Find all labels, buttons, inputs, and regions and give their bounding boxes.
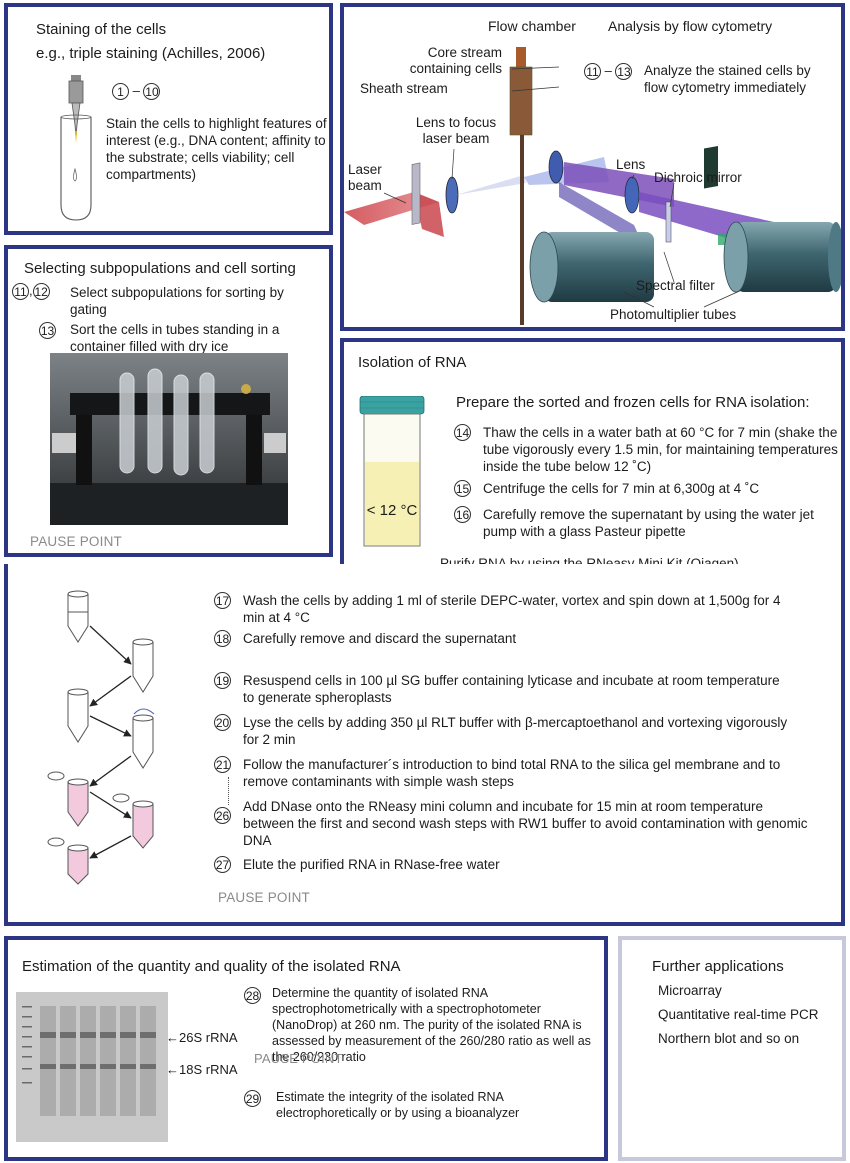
step-badge-12: 12 [33,283,50,300]
selecting-title: Selecting subpopulations and cell sortin… [24,260,296,277]
range-dash: – [133,83,140,98]
flow-cytometry-panel: Flow chamber Analysis by flow cytometry … [340,3,845,331]
selecting-step-a-text: Select subpopulations for sorting by gat… [70,284,290,318]
selecting-panel: Selecting subpopulations and cell sortin… [4,245,333,557]
range-dash: – [605,63,612,78]
flow-chamber-title: Flow chamber [488,18,576,34]
further-applications-panel: Further applications Microarray Quantita… [618,936,846,1161]
estimation-title: Estimation of the quantity and quality o… [22,958,401,975]
purification-pause-point: PAUSE POINT [218,890,310,905]
selecting-step-b-text: Sort the cells in tubes standing in a co… [70,321,310,355]
selecting-step-a-badges: 11,12 [12,283,50,300]
step-badge-10: 10 [143,83,160,100]
purification-step-21: 21 Follow the manufacturer´s introductio… [214,756,794,790]
isolation-step-16: 16 Carefully remove the supernatant by u… [454,506,840,540]
purification-step-20: 20 Lyse the cells by adding 350 µl RLT b… [214,714,794,748]
purification-step-27: 27 Elute the purified RNA in RNase-free … [214,856,794,873]
step-text: Lyse the cells by adding 350 µl RLT buff… [243,714,794,748]
step-badge: 16 [454,506,471,523]
purification-step-26: 26 Add DNase onto the RNeasy mini column… [214,798,814,849]
estimation-pause-point: PAUSE POINT [254,1051,343,1066]
purification-step-19: 19 Resuspend cells in 100 µl SG buffer c… [214,672,794,706]
label-lens-focus: Lens to focus laser beam [406,115,506,147]
step-text: Follow the manufacturer´s introduction t… [243,756,794,790]
step-badge-28: 28 [244,987,261,1004]
step-badge: 15 [454,480,471,497]
isolation-step-15: 15 Centrifuge the cells for 7 min at 6,3… [454,480,840,497]
step-badge: 19 [214,672,231,689]
further-item: Quantitative real-time PCR [658,1006,819,1023]
gel-label-18s: ←18S rRNA [166,1062,238,1078]
step-badge: 20 [214,714,231,731]
label-dichroic-mirror: Dichroic mirror [654,170,742,186]
staining-step-range: 1 – 10 [112,83,160,100]
step-text: Centrifuge the cells for 7 min at 6,300g… [483,480,759,497]
staining-panel: Staining of the cells e.g., triple stain… [4,3,333,235]
step-badge-1: 1 [112,83,129,100]
step-badge-13: 13 [39,322,56,339]
purification-tubes-illustration [38,586,198,886]
step-badge: 26 [214,807,231,824]
isolation-panel: Isolation of RNA < 12 °C Prepare the sor… [340,338,845,572]
label-core-stream: Core stream containing cells [392,45,502,77]
cold-tube-label: < 12 °C [360,502,424,519]
step-badge: 21 [214,756,231,773]
label-photomultiplier-tubes: Photomultiplier tubes [610,307,736,323]
further-item: Northern blot and so on [658,1030,799,1047]
step-text: Add DNase onto the RNeasy mini column an… [243,798,814,849]
flow-analysis-title: Analysis by flow cytometry [608,18,772,34]
label-laser-beam: Laser beam [348,162,394,194]
step-badge: 17 [214,592,231,609]
step-badge-11: 11 [12,283,29,300]
step-badge: 14 [454,424,471,441]
staining-description: Stain the cells to highlight features of… [106,115,328,183]
staining-title: Staining of the cells [36,21,166,38]
flow-analyze-text: Analyze the stained cells by flow cytome… [644,62,834,96]
step-text: Carefully remove the supernatant by usin… [483,506,840,540]
purification-step-18: 18 Carefully remove and discard the supe… [214,630,794,647]
step-text: Thaw the cells in a water bath at 60 °C … [483,424,840,475]
step-text: Elute the purified RNA in RNase-free wat… [243,856,500,873]
isolation-step-14: 14 Thaw the cells in a water bath at 60 … [454,424,840,475]
dry-ice-container-photo [50,353,288,525]
purification-panel: 17 Wash the cells by adding 1 ml of ster… [4,564,845,926]
label-spectral-filter: Spectral filter [636,278,715,294]
estimation-step-29-text: Estimate the integrity of the isolated R… [276,1089,576,1121]
step-badge-29: 29 [244,1090,261,1107]
step-text: Wash the cells by adding 1 ml of sterile… [243,592,794,626]
further-title: Further applications [652,958,784,975]
gel-label-26s: ←26S rRNA [166,1030,238,1046]
label-sheath-stream: Sheath stream [360,81,448,97]
staining-subtitle: e.g., triple staining (Achilles, 2006) [36,45,265,62]
estimation-panel: Estimation of the quantity and quality o… [4,936,608,1161]
purification-step-17: 17 Wash the cells by adding 1 ml of ster… [214,592,794,626]
rna-gel-image [16,992,168,1142]
staining-tube-illustration [58,75,98,223]
flow-step-range: 11 – 13 [584,63,632,80]
step-badge-13: 13 [615,63,632,80]
label-lens: Lens [616,157,645,173]
cold-tube-illustration [358,396,426,548]
step-text: Resuspend cells in 100 µl SG buffer cont… [243,672,794,706]
step-text: Carefully remove and discard the superna… [243,630,516,647]
further-item: Microarray [658,982,722,999]
step-badge: 27 [214,856,231,873]
isolation-prepare: Prepare the sorted and frozen cells for … [456,394,810,411]
step-badge: 18 [214,630,231,647]
step-badge-11: 11 [584,63,601,80]
isolation-title: Isolation of RNA [358,354,466,371]
selecting-pause-point: PAUSE POINT [30,534,122,549]
